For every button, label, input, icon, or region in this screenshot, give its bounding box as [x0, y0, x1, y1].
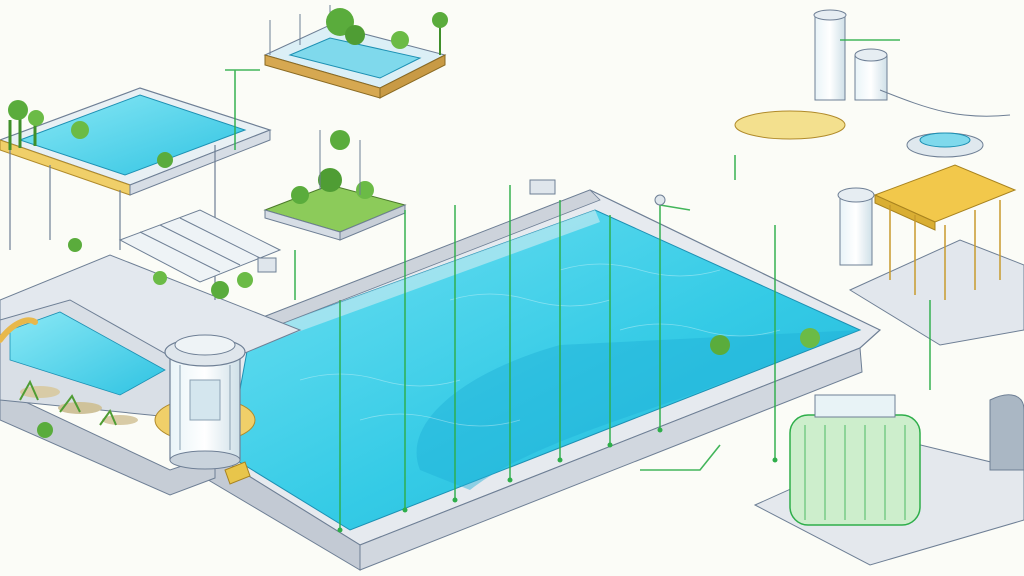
rooftop-pool: [0, 87, 272, 300]
main-pool: [204, 189, 882, 571]
pool-wall-right: [359, 347, 863, 571]
left-small-pool-water: [9, 311, 166, 396]
trellis-walkway: [118, 209, 282, 283]
pipes: [225, 39, 931, 530]
pool-fixtures: [257, 179, 666, 273]
rock-garden: [19, 379, 138, 426]
top-right-filter: [734, 9, 1011, 140]
water-slide: [0, 317, 38, 343]
right-pavilion: [837, 132, 1024, 346]
pool-deep-end: [416, 330, 860, 490]
garden-platform: [263, 130, 407, 241]
pipe-joints: [337, 427, 778, 533]
filter-tower: [154, 334, 256, 485]
planters: [37, 238, 820, 438]
pool-inner-wall: [250, 210, 600, 345]
roof-garden-box: [263, 5, 448, 99]
biofilter-unit: [753, 394, 1024, 566]
water-ripples: [299, 263, 781, 427]
left-wall: [0, 389, 216, 496]
